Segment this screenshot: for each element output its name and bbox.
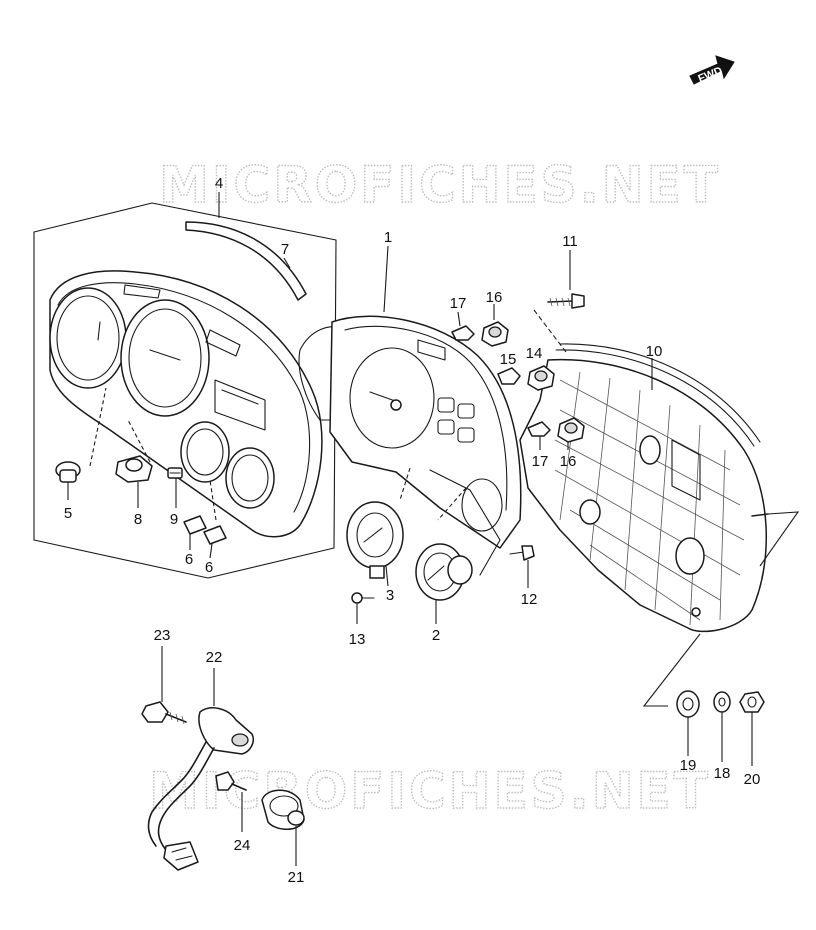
harness-group	[141, 701, 305, 871]
fuel-meter-icon	[346, 501, 404, 579]
clip-icon	[183, 515, 227, 545]
small-screw-icon	[351, 592, 375, 604]
part-label: 4	[215, 175, 223, 192]
part-label: 6	[185, 551, 193, 568]
part-label: 3	[386, 587, 394, 604]
part-label: 7	[281, 241, 289, 258]
part-label: 13	[349, 631, 366, 648]
part-label: 22	[206, 649, 223, 666]
part-label: 9	[170, 511, 178, 528]
screw-icon	[167, 467, 183, 479]
meter-cover-assembly	[33, 202, 337, 579]
panel-screw-icon	[509, 545, 535, 561]
fwd-badge-text: FWD	[696, 65, 724, 86]
part-label: 16	[486, 289, 503, 306]
bolt-icon	[141, 701, 187, 725]
lens-strip	[185, 221, 307, 301]
fasteners-group	[676, 690, 765, 718]
nut-icon	[739, 691, 765, 713]
part-label: 14	[526, 345, 543, 362]
wedge-bulb-icon	[527, 421, 551, 437]
wedge-bulb-icon	[451, 325, 475, 341]
part-label: 1	[384, 229, 392, 246]
part-label: 23	[154, 627, 171, 644]
part-label: 15	[500, 351, 517, 368]
screw-icon	[215, 771, 247, 791]
meter-panel-assembly	[298, 315, 535, 604]
part-label: 16	[560, 453, 577, 470]
fuel-gauge-icon	[180, 421, 230, 483]
part-label: 19	[680, 757, 697, 774]
bulb-socket-icon	[115, 455, 153, 483]
bulb-icon	[55, 461, 81, 483]
part-label: 10	[646, 343, 663, 360]
fwd-arrow-icon: FWD	[689, 55, 735, 86]
part-label: 8	[134, 511, 142, 528]
wedge-bulb-icon	[497, 367, 521, 385]
socket-icon	[557, 417, 585, 443]
bulb-sockets-group	[451, 293, 585, 443]
washer-icon	[713, 691, 731, 713]
part-number-labels: 1 2 3 4 5 6 6 7 8 9 10 11 12 13 14 15 16…	[64, 175, 761, 886]
temperature-meter-icon	[415, 543, 473, 601]
meter-case-assembly	[519, 343, 800, 707]
temp-gauge-icon	[225, 447, 275, 509]
watermark-bottom: MICROFICHES.NET	[149, 762, 711, 820]
tachometer-dial-icon	[120, 299, 210, 417]
part-label: 5	[64, 505, 72, 522]
part-label: 20	[744, 771, 761, 788]
part-label: 2	[432, 627, 440, 644]
rubber-cap-icon	[261, 789, 305, 830]
long-screw-icon	[547, 293, 585, 309]
leader-lines	[67, 192, 753, 866]
socket-icon	[527, 365, 555, 391]
watermark-top: MICROFICHES.NET	[159, 156, 721, 214]
part-label: 17	[450, 295, 467, 312]
part-label: 11	[562, 233, 578, 250]
part-label: 6	[205, 559, 213, 576]
wire-harness-icon	[147, 707, 254, 871]
speedometer-dial-icon	[49, 287, 127, 389]
part-label: 17	[532, 453, 549, 470]
part-label: 18	[714, 765, 731, 782]
socket-icon	[481, 321, 509, 347]
part-label: 24	[234, 837, 251, 854]
part-label: 21	[288, 869, 305, 886]
part-label: 12	[521, 591, 538, 608]
grommet-icon	[676, 690, 700, 718]
